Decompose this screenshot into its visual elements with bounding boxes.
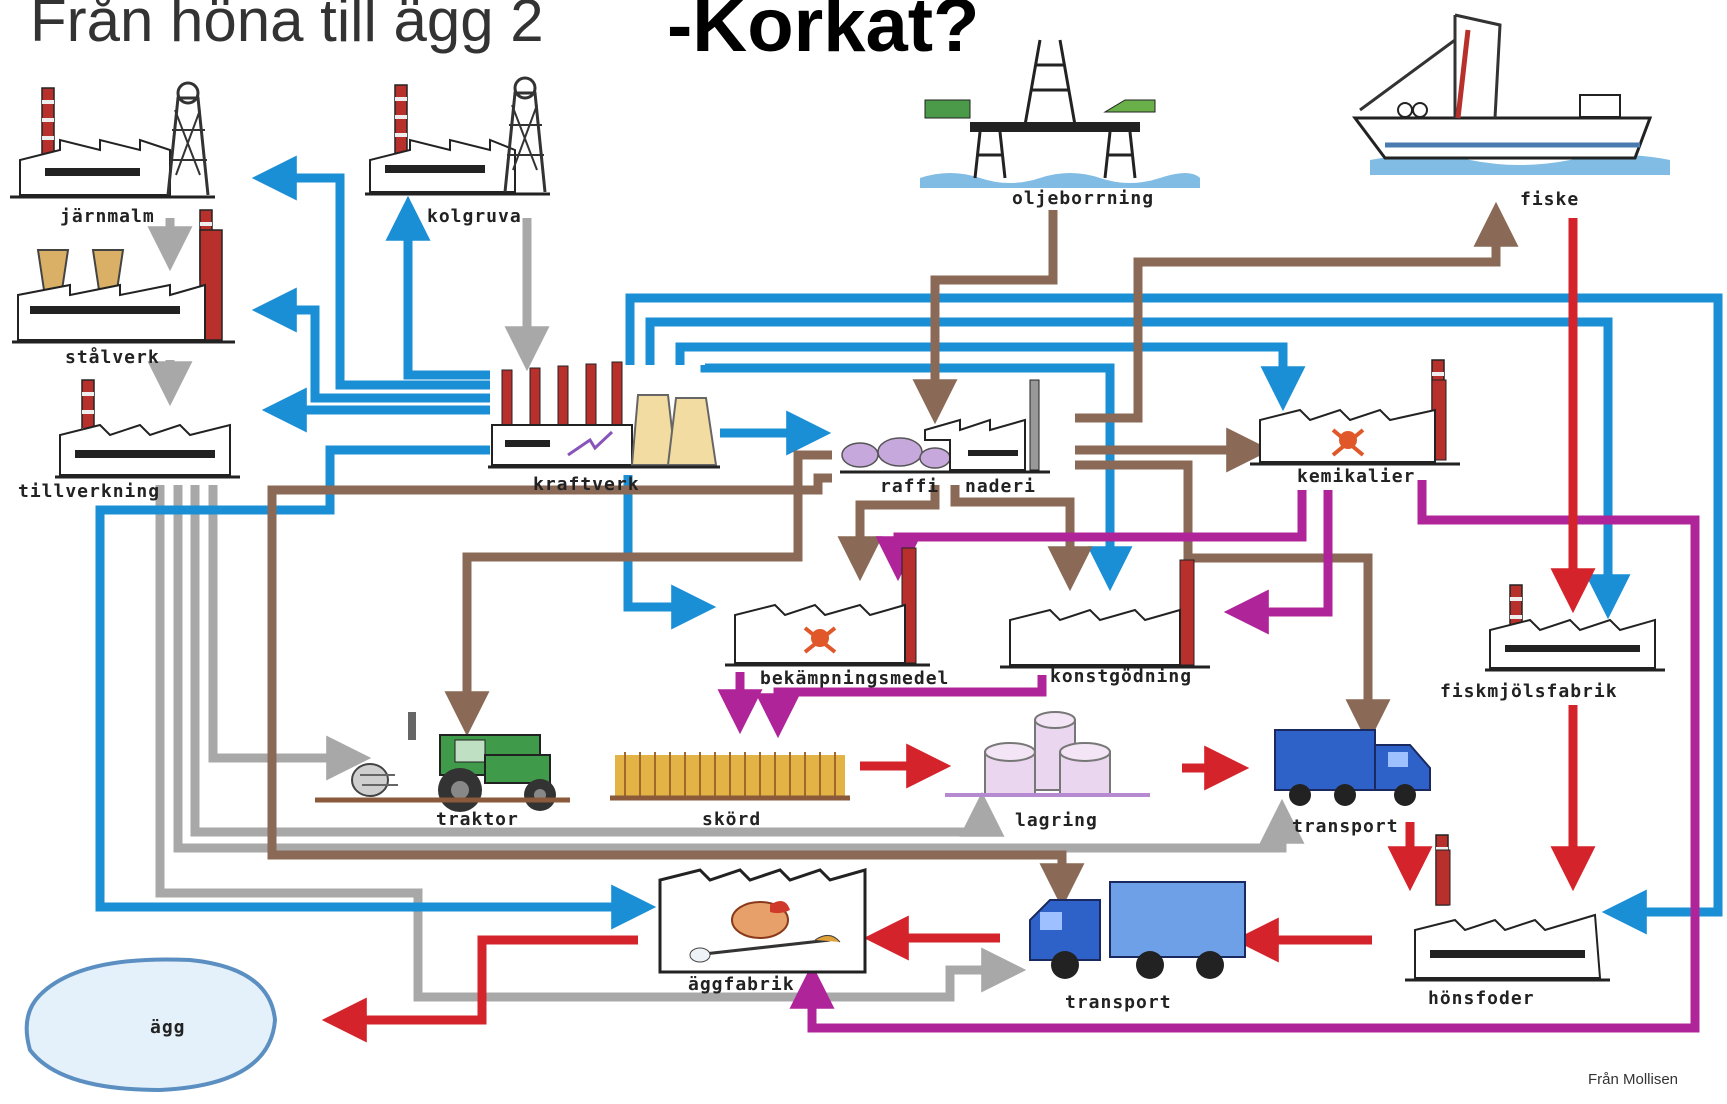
arrow-kraftverk-to-jarnmalm	[251, 155, 490, 390]
label-honsfoder: hönsfoder	[1428, 988, 1535, 1009]
tillverkning-node: tillverkning	[18, 379, 240, 502]
label-aggfabrik: äggfabrik	[688, 974, 795, 995]
arrow-kraftverk-to-aggfabrik	[95, 445, 657, 930]
skord-node: skörd	[610, 752, 850, 830]
label-bekampningsmedel: bekämpningsmedel	[760, 668, 949, 689]
label-jarnmalm: järnmalm	[60, 206, 155, 227]
arrow-kraftverk-to-stalverk	[251, 287, 490, 403]
arrow-kemikalier-to-konstgodning	[1223, 490, 1333, 635]
factory-icon	[55, 379, 240, 479]
label-transport1: transport	[1292, 816, 1399, 837]
label-lagring: lagring	[1015, 810, 1098, 831]
label-kemikalier: kemikalier	[1297, 466, 1415, 487]
chemical-factory-icon	[1250, 359, 1460, 466]
oil-platform-icon	[920, 39, 1200, 188]
arrow-kraftverk-to-fiskmjol	[645, 317, 1631, 620]
arrow-konstgodning-to-skord	[755, 675, 1047, 739]
silo-icon	[945, 711, 1150, 797]
arrow-kemikalier-to-bekampningsmedel	[875, 490, 1307, 582]
credit-text: Från Mollisen	[1588, 1071, 1678, 1088]
arrow-raffinaderi-to-konstgodning	[950, 485, 1093, 592]
konstgodning-node: konstgödning	[1000, 559, 1210, 687]
arrow-aggfabrik-to-agg	[321, 935, 638, 1043]
egg-factory-icon	[658, 868, 867, 974]
label-skord: skörd	[702, 809, 761, 830]
agg-node: ägg	[24, 957, 278, 1093]
truck-icon	[1029, 881, 1246, 979]
arrow-raffinaderi-to-fiske	[1075, 201, 1519, 423]
steel-mill-icon	[12, 209, 235, 344]
magenta-flow-arrows	[717, 480, 1700, 1033]
label-tillverkning: tillverkning	[18, 481, 160, 502]
tractor-icon	[315, 712, 570, 812]
arrow-raffinaderi-to-traktor	[444, 450, 832, 737]
label-fiske: fiske	[1520, 189, 1579, 210]
label-traktor: traktor	[436, 809, 519, 830]
arrow-tillverkning-to-lagring	[190, 485, 1005, 837]
page-title: Från höna till ägg 2	[30, 0, 544, 54]
arrow-kraftverk-to-konstgodning	[700, 363, 1133, 592]
transport2-node: transport	[1029, 881, 1246, 1013]
traktor-node: traktor	[315, 712, 570, 830]
feed-factory-icon	[1405, 834, 1610, 982]
arrow-tillverkning-to-traktor	[208, 485, 372, 781]
arrow-kraftverk-to-kemikalier	[675, 342, 1306, 412]
wheat-field-icon	[610, 752, 850, 801]
kolgruva-node: kolgruva	[365, 76, 550, 227]
arrow-tillverkning-to-transport1	[173, 485, 1305, 853]
mine-factory-icon	[10, 81, 215, 199]
factory-icon	[1485, 584, 1665, 672]
label-raffinaderi-left: raffi	[880, 476, 939, 497]
jarnmalm-node: järnmalm	[10, 81, 215, 227]
arrow-raffinaderi-to-transport1	[1075, 460, 1391, 745]
arrow-tillverkning-to-transport2	[155, 485, 1027, 1002]
arrow-raffinaderi-to-bekampningsmedel	[837, 485, 940, 582]
label-kolgruva: kolgruva	[427, 206, 522, 227]
gray-flow-arrows	[147, 218, 1305, 1002]
truck-icon	[1274, 729, 1431, 806]
stalverk-node: stålverk	[12, 209, 235, 368]
arrow-kraftverk-to-kolgruva	[385, 195, 490, 380]
aggfabrik-node: äggfabrik	[658, 868, 867, 995]
label-stalverk: stålverk	[65, 346, 160, 368]
kemikalier-node: kemikalier	[1250, 359, 1460, 487]
oljeborrning-node: oljeborrning	[920, 39, 1200, 209]
power-plant-icon	[488, 361, 720, 469]
arrow-kraftverk-to-honsfoder	[625, 293, 1723, 935]
arrow-raffinaderi-to-transport2	[267, 473, 1085, 909]
label-agg: ägg	[150, 1017, 186, 1038]
bekampningsmedel-node: bekämpningsmedel	[725, 547, 949, 689]
label-fiskmjolsfabrik: fiskmjölsfabrik	[1440, 681, 1618, 702]
blue-flow-arrows	[95, 155, 1723, 935]
mine-factory-icon	[365, 76, 550, 196]
label-transport2: transport	[1065, 992, 1172, 1013]
egg-icon	[24, 957, 278, 1093]
transport1-node: transport	[1274, 729, 1431, 837]
page-subtitle: -Korkat?	[667, 0, 980, 68]
lagring-node: lagring	[945, 711, 1150, 831]
fertilizer-factory-icon	[1000, 559, 1210, 669]
pesticide-factory-icon	[725, 547, 930, 667]
fiske-node: fiske	[1352, 13, 1670, 210]
raffinaderi-node: raffi naderi	[840, 379, 1050, 497]
fishing-boat-icon	[1352, 13, 1670, 175]
refinery-icon	[840, 379, 1050, 474]
label-kraftverk: kraftverk	[533, 474, 640, 495]
arrow-olja-to-raffinaderi	[912, 210, 1058, 425]
arrow-kraftverk-to-bekampningsmedel	[623, 475, 717, 630]
red-flow-arrows	[321, 218, 1596, 1043]
label-raffinaderi-right: naderi	[965, 476, 1036, 497]
label-oljeborrning: oljeborrning	[1012, 188, 1154, 209]
arrow-kemikalier-to-aggfabrik	[789, 480, 1700, 1033]
honsfoder-node: hönsfoder	[1405, 834, 1610, 1009]
fiskmjolsfabrik-node: fiskmjölsfabrik	[1440, 584, 1665, 702]
kraftverk-node: kraftverk	[488, 361, 720, 495]
label-konstgodning: konstgödning	[1050, 666, 1192, 687]
